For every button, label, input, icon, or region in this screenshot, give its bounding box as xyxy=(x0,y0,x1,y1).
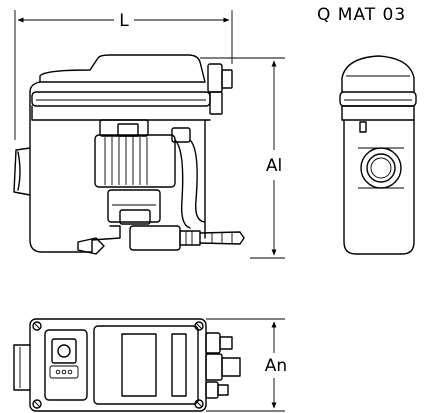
dimension-label-length: L xyxy=(119,11,129,31)
dimension-length: L xyxy=(14,10,233,140)
model-title: Q MAT 03 xyxy=(317,5,407,25)
dimension-label-height: Al xyxy=(266,156,282,176)
top-view xyxy=(13,318,241,412)
side-view xyxy=(339,55,417,255)
dimension-height: Al xyxy=(200,57,285,259)
solenoid-coil-lines xyxy=(104,137,148,185)
front-view xyxy=(13,54,245,255)
dimension-width: An xyxy=(206,318,287,412)
dimension-label-width: An xyxy=(265,356,287,376)
